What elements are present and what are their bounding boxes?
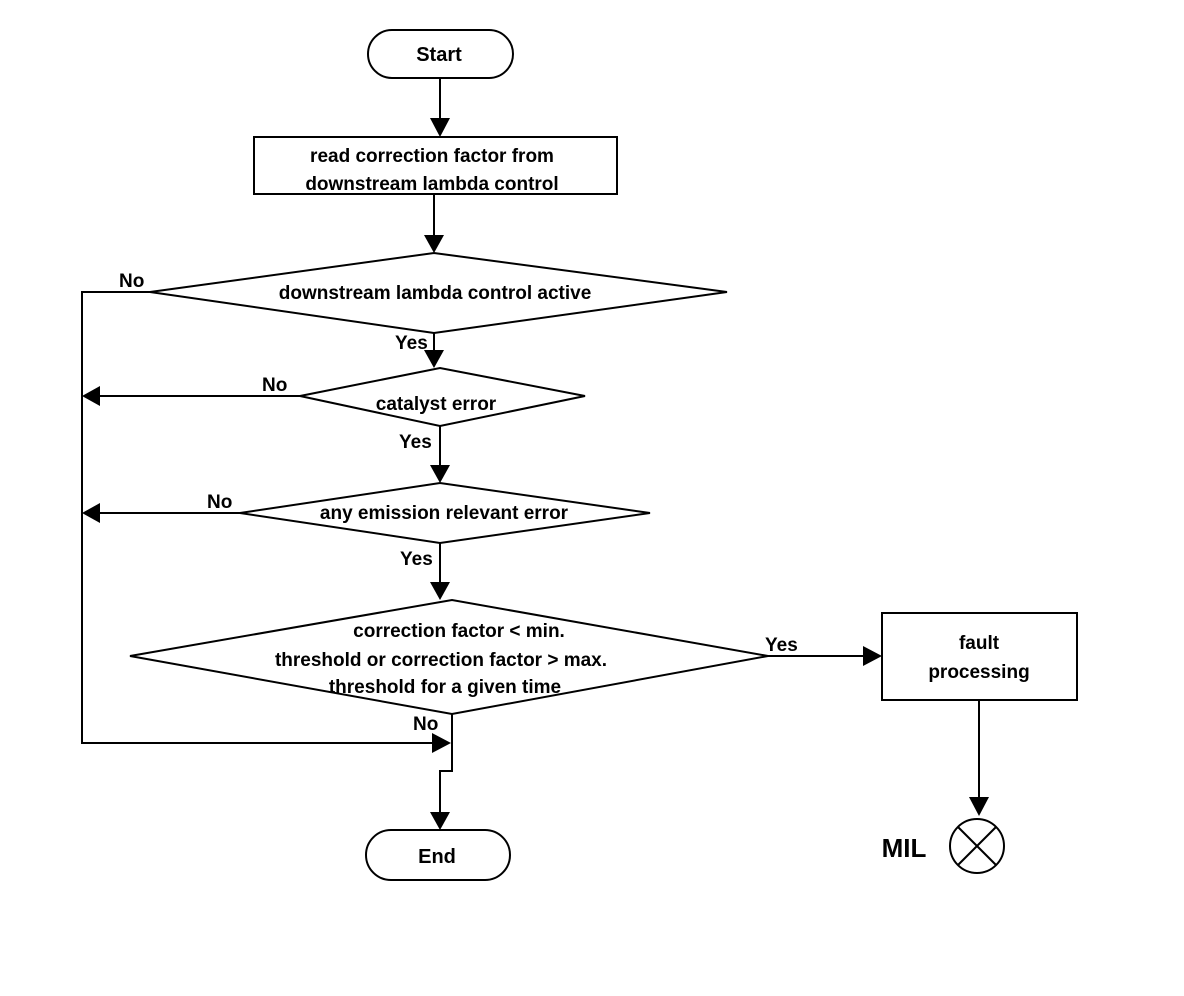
arrowhead <box>430 118 450 137</box>
active-yes-label: Yes <box>395 333 428 354</box>
arrowhead <box>863 646 882 666</box>
threshold-label-line-3: threshold for a given time <box>329 677 561 698</box>
emission-yes-label: Yes <box>400 549 433 570</box>
threshold-no-label: No <box>413 714 438 735</box>
catalyst-yes-label: Yes <box>399 432 432 453</box>
arrowhead <box>969 797 989 816</box>
arrowhead <box>82 503 100 523</box>
read-node: read correction factor from downstream l… <box>253 136 618 195</box>
active-label: downstream lambda control active <box>279 283 592 304</box>
arrowhead <box>424 350 444 368</box>
fault-node: fault processing <box>881 612 1078 701</box>
active-no-label: No <box>119 271 144 292</box>
read-label-line-2: downstream lambda control <box>305 174 558 195</box>
active-diamond <box>149 251 728 335</box>
emission-label: any emission relevant error <box>320 503 569 524</box>
threshold-label-line-1: correction factor < min. <box>353 621 565 642</box>
start-node: Start <box>367 29 514 79</box>
active-decision: downstream lambda control active <box>149 251 728 335</box>
threshold-diamond <box>129 598 769 716</box>
lamp-cross-icon <box>949 818 1005 874</box>
emission-diamond <box>239 481 651 545</box>
fault-process-box <box>881 612 1078 701</box>
catalyst-decision: catalyst error <box>299 366 586 428</box>
mil-indicator: MIL <box>882 818 1005 874</box>
catalyst-label: catalyst error <box>376 394 497 415</box>
catalyst-no-label: No <box>262 375 287 396</box>
end-terminator <box>365 829 511 881</box>
arrowhead <box>82 386 100 406</box>
edge-labels: No Yes No Yes No Yes Yes No <box>119 271 798 735</box>
threshold-decision: correction factor < min. threshold or co… <box>129 598 769 716</box>
threshold-yes-label: Yes <box>765 635 798 656</box>
emission-decision: any emission relevant error <box>239 481 651 545</box>
edge-threshold-no <box>439 714 453 812</box>
end-label: End <box>418 846 456 868</box>
start-terminator <box>367 29 514 79</box>
arrowhead <box>430 812 450 830</box>
arrowhead <box>432 733 451 753</box>
fault-label-line-2: processing <box>928 662 1029 683</box>
arrowhead <box>430 465 450 483</box>
emission-no-label: No <box>207 492 232 513</box>
mil-label: MIL <box>882 833 927 863</box>
read-label-line-1: read correction factor from <box>310 146 554 167</box>
start-label: Start <box>416 44 462 66</box>
edge-no-bus <box>81 291 432 744</box>
threshold-label-line-2: threshold or correction factor > max. <box>275 650 607 671</box>
end-node: End <box>365 829 511 881</box>
arrowhead <box>424 235 444 253</box>
arrowhead <box>430 582 450 600</box>
catalyst-diamond <box>299 366 586 428</box>
fault-label-line-1: fault <box>959 633 1000 654</box>
read-process-box <box>253 136 618 195</box>
connectors <box>81 78 989 830</box>
